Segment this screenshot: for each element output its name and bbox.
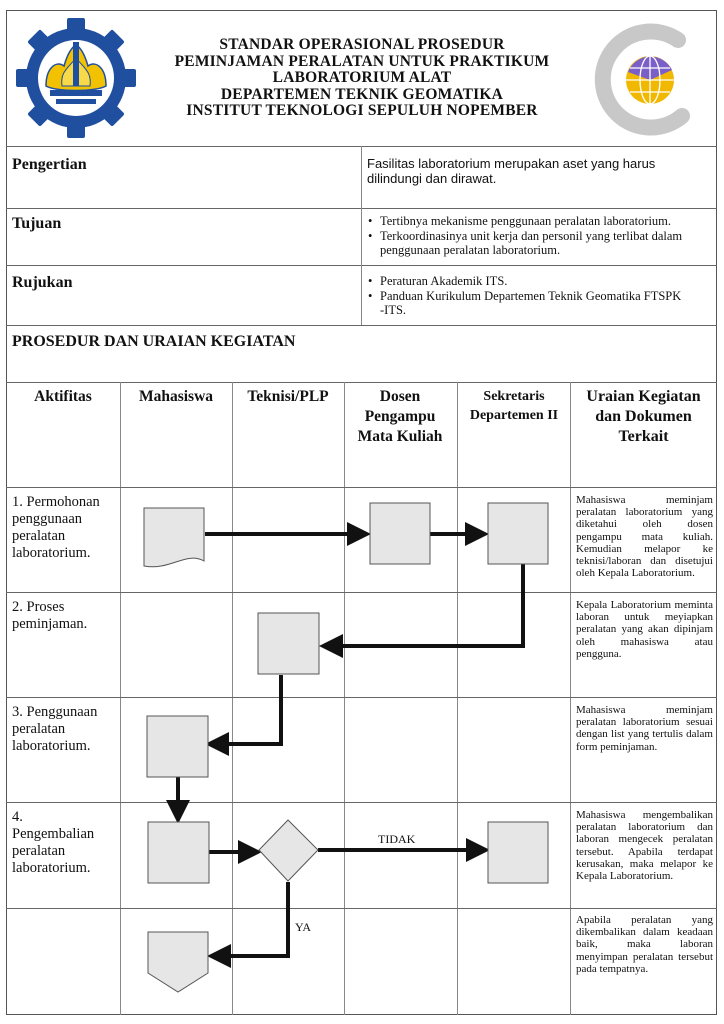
column-divider — [570, 382, 571, 1015]
yes-label: YA — [295, 920, 311, 934]
pengertian-text: Fasilitas laboratorium merupakan aset ya… — [367, 156, 656, 186]
header-teknisi: Teknisi/PLP — [247, 388, 329, 405]
tujuan-list: Tertibnya mekanisme penggunaan peralatan… — [365, 214, 705, 258]
document-shape — [143, 507, 205, 568]
description-text: Mahasiswa meminjam peralatan laboratoriu… — [576, 494, 713, 580]
its-logo — [16, 18, 136, 138]
flow-arrow — [319, 564, 525, 658]
description-text: Mahasiswa meminjam peralatan laboratoriu… — [576, 704, 713, 753]
process-box — [147, 821, 210, 884]
column-divider — [457, 382, 458, 1015]
process-box — [146, 715, 209, 778]
flow-arrow — [205, 675, 283, 756]
no-label: TIDAK — [378, 832, 416, 846]
activity-text: 1. Permohonan penggunaan peralatan labor… — [12, 494, 100, 561]
rujukan-list: Peraturan Akademik ITS. Panduan Kurikulu… — [365, 274, 685, 318]
divider — [6, 325, 717, 326]
column-divider — [120, 382, 121, 1015]
row-divider — [6, 802, 717, 803]
list-item: Terkoordinasinya unit kerja dan personil… — [365, 229, 705, 258]
title-line: STANDAR OPERASIONAL PROSEDUR — [219, 36, 505, 53]
activity-text: 3. Penggunaan peralatan laboratorium. — [12, 704, 98, 754]
section-title: PROSEDUR DAN URAIAN KEGIATAN — [12, 333, 296, 350]
document-frame — [6, 10, 717, 1015]
rujukan-label: Rujukan — [12, 274, 73, 291]
divider — [6, 382, 717, 383]
header-sekretaris: Sekretaris Departemen II — [469, 389, 559, 423]
divider — [361, 146, 362, 325]
off-page-connector — [147, 931, 209, 993]
flow-arrow — [207, 882, 290, 968]
header-mahasiswa: Mahasiswa — [138, 388, 214, 405]
description-text: Kepala Laboratorium meminta laboran untu… — [576, 599, 713, 660]
description-text: Apabila peralatan yang dikembalikan dala… — [576, 914, 713, 975]
title-line: PEMINJAMAN PERALATAN UNTUK PRAKTIKUM — [174, 52, 550, 70]
row-divider — [6, 592, 717, 593]
list-item: Panduan Kurikulum Departemen Teknik Geom… — [365, 289, 685, 318]
document-title: STANDAR OPERASIONAL PROSEDUR PEMINJAMAN … — [140, 36, 584, 120]
title-line: INSTITUT TEKNOLOGI SEPULUH NOPEMBER — [186, 102, 538, 119]
tujuan-label: Tujuan — [12, 215, 62, 232]
process-box — [487, 502, 549, 565]
header-uraian: Uraian Kegiatan dan Dokumen Terkait — [586, 388, 701, 445]
row-divider — [6, 697, 717, 698]
title-line: DEPARTEMEN TEKNIK GEOMATIKA — [220, 85, 504, 103]
pengertian-label: Pengertian — [12, 156, 87, 173]
geomatika-logo — [594, 23, 690, 136]
row-divider — [6, 487, 717, 488]
process-box — [369, 502, 431, 565]
decision-diamond — [258, 819, 319, 882]
description-text: Mahasiswa mengembalikan peralatan labora… — [576, 809, 713, 883]
process-box — [487, 821, 549, 884]
row-divider — [6, 908, 717, 909]
list-item: Peraturan Akademik ITS. — [365, 274, 685, 289]
list-item: Tertibnya mekanisme penggunaan peralatan… — [365, 214, 705, 229]
header-aktifitas: Aktifitas — [34, 388, 92, 405]
activity-text: 2. Proses peminjaman. — [12, 599, 88, 632]
column-divider — [344, 382, 345, 1015]
title-line: LABORATORIUM ALAT — [272, 69, 452, 86]
process-box — [257, 612, 320, 675]
header-dosen: Dosen Pengampu Mata Kuliah — [357, 388, 443, 445]
column-divider — [232, 382, 233, 1015]
activity-text: 4. Pengembalian peralatan laboratorium. — [12, 809, 95, 876]
